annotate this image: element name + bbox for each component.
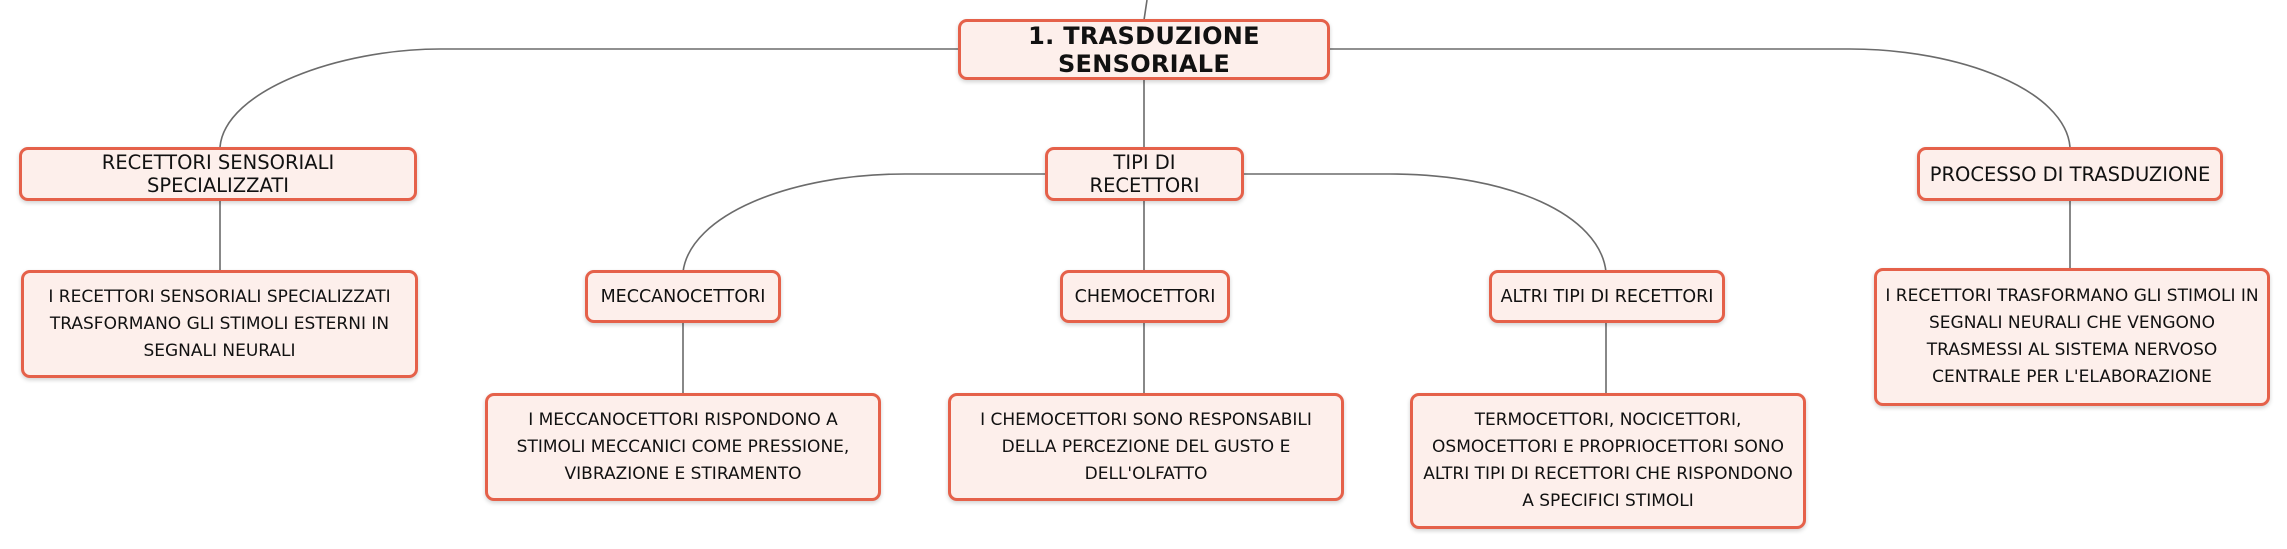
- node-processo-di-trasduzione[interactable]: PROCESSO DI TRASDUZIONE: [1917, 147, 2223, 201]
- node-label: TIPI DI RECETTORI: [1089, 151, 1200, 197]
- node-meccanocettori[interactable]: MECCANOCETTORI: [585, 270, 781, 323]
- connector-tipi-altri: [1244, 173, 1607, 273]
- connector-root-processo: [1330, 48, 2071, 148]
- node-desc-processo-di-trasduzione[interactable]: I RECETTORI TRASFORMANO GLI STIMOLI IN S…: [1874, 268, 2270, 406]
- node-label: MECCANOCETTORI: [600, 286, 766, 307]
- node-description: TERMOCETTORI, NOCICETTORI, OSMOCETTORI E…: [1423, 410, 1793, 511]
- connector-tipi-meccanocettori: [682, 173, 1045, 273]
- node-description: I CHEMOCETTORI SONO RESPONSABILI DELLA P…: [980, 409, 1312, 484]
- connector-root-recettori-specializzati: [219, 48, 958, 148]
- node-label: ALTRI TIPI DI RECETTORI: [1500, 286, 1714, 307]
- node-label: 1. TRASDUZIONE SENSORIALE: [1028, 21, 1260, 78]
- node-description: I RECETTORI SENSORIALI SPECIALIZZATI TRA…: [48, 286, 391, 361]
- node-desc-recettori-specializzati[interactable]: I RECETTORI SENSORIALI SPECIALIZZATI TRA…: [21, 270, 418, 378]
- node-desc-altri-tipi-di-recettori[interactable]: TERMOCETTORI, NOCICETTORI, OSMOCETTORI E…: [1410, 393, 1806, 529]
- node-desc-chemocettori[interactable]: I CHEMOCETTORI SONO RESPONSABILI DELLA P…: [948, 393, 1344, 501]
- node-altri-tipi-di-recettori[interactable]: ALTRI TIPI DI RECETTORI: [1489, 270, 1725, 323]
- node-label: PROCESSO DI TRASDUZIONE: [1929, 162, 2211, 186]
- node-label: RECETTORI SENSORIALI SPECIALIZZATI: [101, 151, 335, 197]
- node-root-trasduzione-sensoriale[interactable]: 1. TRASDUZIONE SENSORIALE: [958, 19, 1330, 80]
- node-chemocettori[interactable]: CHEMOCETTORI: [1060, 270, 1230, 323]
- node-recettori-sensoriali-specializzati[interactable]: RECETTORI SENSORIALI SPECIALIZZATI: [19, 147, 417, 201]
- node-description: I RECETTORI TRASFORMANO GLI STIMOLI IN S…: [1885, 286, 2259, 387]
- node-desc-meccanocettori[interactable]: I MECCANOCETTORI RISPONDONO A STIMOLI ME…: [485, 393, 881, 501]
- node-description: I MECCANOCETTORI RISPONDONO A STIMOLI ME…: [516, 409, 850, 484]
- connector-parent-root: [1143, 0, 1148, 21]
- node-label: CHEMOCETTORI: [1074, 286, 1216, 307]
- node-tipi-di-recettori[interactable]: TIPI DI RECETTORI: [1045, 147, 1244, 201]
